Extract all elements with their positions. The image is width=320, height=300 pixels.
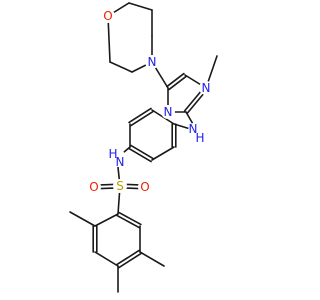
molecule-structure-diagram: O N N N N H H N S O	[69, 2, 218, 293]
bond-double	[116, 249, 140, 266]
atom-oxygen-morpholine: O	[101, 9, 115, 23]
atom-oxygen-sulfonyl-left: O	[87, 180, 101, 194]
bond-single	[128, 2, 153, 11]
bond-layer	[69, 2, 218, 293]
atom-label-layer: O N N N N H H N S O	[87, 9, 213, 194]
bond-double	[166, 72, 185, 88]
bond-single	[94, 213, 119, 227]
bond-single	[151, 146, 175, 161]
atom-nitrogen-morpholine: N	[145, 55, 159, 69]
bond-double	[118, 252, 142, 269]
atom-amine-nh-upper: N H	[188, 122, 206, 145]
atom-sulfur: S	[113, 179, 127, 193]
svg-text:N: N	[148, 55, 157, 69]
bond-single	[69, 211, 96, 227]
svg-text:N: N	[164, 105, 173, 119]
svg-text:N: N	[189, 122, 198, 136]
atom-nitrogen-pyrimidine-1: N	[161, 105, 175, 119]
atom-nitrogen-pyrimidine-2: N	[199, 81, 213, 95]
bond-double	[130, 110, 154, 127]
svg-text:O: O	[140, 180, 149, 194]
svg-text:O: O	[103, 9, 112, 23]
svg-text:H: H	[108, 147, 117, 161]
svg-text:O: O	[89, 180, 98, 194]
svg-text:N: N	[202, 81, 211, 95]
bond-double	[130, 144, 154, 160]
bond-double	[128, 147, 152, 163]
bond-single	[94, 251, 119, 267]
atom-oxygen-sulfonyl-right: O	[138, 180, 152, 194]
svg-text:N: N	[116, 155, 125, 169]
bond-double	[118, 211, 142, 226]
bond-single	[139, 251, 165, 267]
bond-single	[151, 109, 175, 125]
svg-text:H: H	[195, 131, 204, 145]
atom-amine-nh-lower: H N	[108, 147, 126, 169]
bond-single	[109, 61, 133, 73]
bond-double	[168, 75, 187, 91]
bond-double	[128, 107, 152, 124]
svg-text:S: S	[116, 179, 124, 193]
bond-double	[116, 214, 140, 229]
bond-single	[107, 15, 111, 63]
